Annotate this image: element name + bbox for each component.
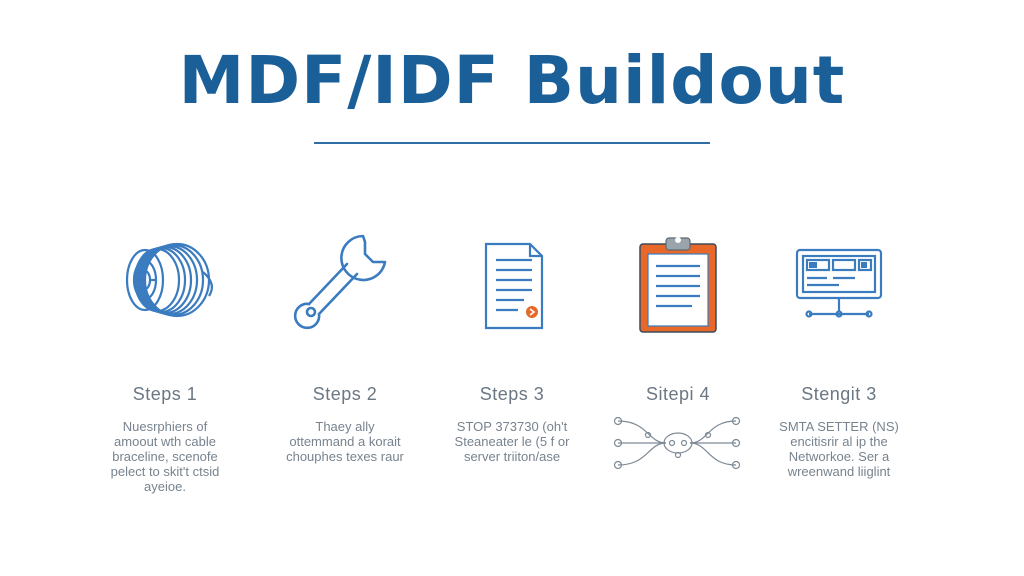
clipboard-icon — [639, 237, 717, 333]
step-description: SMTA SETTER (NS) encitisrir al ip the Ne… — [779, 419, 899, 479]
title-divider — [314, 142, 710, 144]
step-2: Steps 2 Thaey ally ottemmand a korait ch… — [260, 222, 430, 464]
step-1: Steps 1 Nuesrphiers of amoout wth cable … — [80, 222, 250, 494]
step-label: Sitepi 4 — [645, 384, 711, 404]
step-5: Stengit 3 SMTA SETTER (NS) encitisrir al… — [754, 222, 924, 479]
step-description: Thaey ally ottemmand a korait chouphes t… — [286, 419, 404, 464]
steps-row: Steps 1 Nuesrphiers of amoout wth cable … — [0, 222, 1024, 522]
step-label: Stengit 3 — [801, 384, 877, 404]
network-diagram-icon — [613, 416, 741, 470]
wrench-icon — [293, 234, 387, 330]
step-label: Steps 3 — [479, 384, 545, 404]
step-description: STOP 373730 (oh't Steaneater le (5 f or … — [454, 419, 570, 464]
document-icon — [484, 242, 544, 330]
step-4: Sitepi 4 — [593, 222, 763, 473]
monitor-icon — [795, 248, 883, 318]
step-3: Steps 3 STOP 373730 (oh't Steaneater le … — [427, 222, 597, 464]
step-description: Nuesrphiers of amoout wth cable bracelin… — [110, 419, 220, 494]
cable-spool-icon — [125, 242, 214, 318]
step-label: Steps 1 — [132, 384, 198, 404]
page-title: MDF/IDF Buildout — [178, 42, 846, 119]
step-label: Steps 2 — [312, 384, 378, 404]
